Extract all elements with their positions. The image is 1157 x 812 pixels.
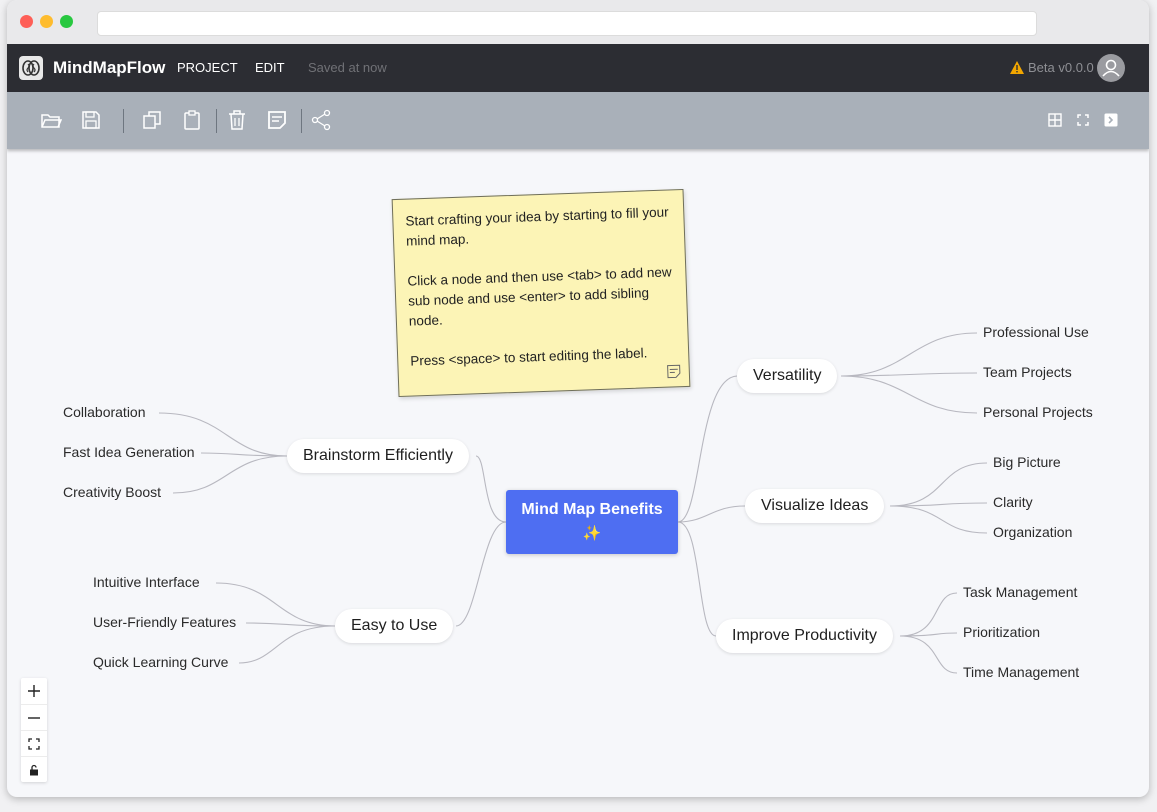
open-folder-icon[interactable]: [40, 109, 63, 131]
connector: [677, 505, 746, 523]
branch-node-versatility[interactable]: Versatility: [737, 359, 838, 393]
sparkles-icon: ✨: [582, 525, 602, 542]
note-text: Click a node and then use <tab> to add n…: [407, 264, 672, 329]
connector: [899, 592, 958, 637]
leaf-node[interactable]: Prioritization: [963, 624, 1041, 640]
leaf-node[interactable]: Team Projects: [983, 364, 1072, 380]
root-node-label: Mind Map Benefits: [521, 501, 663, 518]
maximize-window-button[interactable]: [60, 15, 73, 28]
leaf-node[interactable]: Quick Learning Curve: [93, 654, 229, 670]
connector: [677, 375, 738, 523]
leaf-node[interactable]: Creativity Boost: [63, 484, 162, 500]
note-text: Press <space> to start editing the label…: [410, 345, 648, 369]
toolbar-divider: [216, 109, 217, 133]
save-status: Saved at now: [308, 60, 387, 75]
version-badge: Beta v0.0.0: [1010, 60, 1094, 75]
leaf-node[interactable]: User-Friendly Features: [93, 614, 237, 630]
save-icon[interactable]: [80, 109, 102, 131]
copy-icon[interactable]: [141, 109, 163, 131]
toolbar-divider: [301, 109, 302, 133]
connector: [889, 462, 988, 507]
connector: [238, 625, 336, 664]
app-name: MindMapFlow: [53, 58, 166, 77]
browser-window: MindMapFlow PROJECT EDIT Saved at now Be…: [7, 0, 1149, 797]
connector: [889, 502, 988, 507]
connector: [158, 412, 288, 457]
leaf-node[interactable]: Professional Use: [983, 324, 1089, 340]
connector: [840, 372, 978, 377]
leaf-node[interactable]: Big Picture: [993, 454, 1061, 470]
connector: [840, 375, 978, 414]
brain-logo-icon: [19, 56, 43, 80]
sidebar-toggle-icon[interactable]: [1103, 112, 1119, 128]
paste-icon[interactable]: [181, 109, 203, 131]
connector: [889, 505, 988, 534]
leaf-node[interactable]: Organization: [993, 524, 1073, 540]
leaf-node[interactable]: Fast Idea Generation: [63, 444, 195, 460]
connector: [840, 332, 978, 377]
connector-lines: [158, 332, 988, 674]
connector: [455, 521, 507, 627]
delete-icon[interactable]: [226, 109, 248, 131]
menu-project[interactable]: PROJECT: [177, 60, 238, 75]
connector: [245, 622, 336, 627]
leaf-node[interactable]: Personal Projects: [983, 404, 1093, 420]
warning-icon: [1010, 61, 1024, 74]
mindmap-canvas[interactable]: Start crafting your idea by starting to …: [7, 149, 1149, 797]
leaf-node[interactable]: Intuitive Interface: [93, 574, 200, 590]
leaf-node[interactable]: Task Management: [963, 584, 1078, 600]
user-icon: [1102, 59, 1120, 77]
zoom-out-icon[interactable]: [21, 704, 47, 731]
share-icon[interactable]: [310, 109, 332, 131]
connector: [899, 635, 958, 674]
app-header: MindMapFlow PROJECT EDIT Saved at now Be…: [7, 44, 1149, 92]
zoom-in-icon[interactable]: [21, 678, 47, 704]
connector: [677, 521, 717, 637]
root-node[interactable]: Mind Map Benefits ✨: [506, 490, 678, 554]
branch-node-improve-productivity[interactable]: Improve Productivity: [716, 619, 893, 653]
branch-node-visualize-ideas[interactable]: Visualize Ideas: [745, 489, 885, 523]
close-window-button[interactable]: [20, 15, 33, 28]
fit-view-icon[interactable]: [21, 730, 47, 757]
sticky-note[interactable]: Start crafting your idea by starting to …: [391, 188, 691, 398]
connector: [172, 455, 288, 494]
connector: [899, 632, 958, 637]
note-text: Start crafting your idea by starting to …: [405, 204, 669, 249]
minimize-window-button[interactable]: [40, 15, 53, 28]
branch-node-brainstorm-efficiently[interactable]: Brainstorm Efficiently: [287, 439, 469, 473]
address-bar[interactable]: [97, 11, 1037, 36]
note-icon: [667, 364, 681, 379]
menu-edit[interactable]: EDIT: [255, 60, 285, 75]
connector: [215, 582, 336, 627]
fit-screen-icon[interactable]: [1075, 112, 1091, 128]
zoom-controls: [21, 678, 47, 782]
user-avatar[interactable]: [1097, 54, 1125, 82]
browser-titlebar: [7, 0, 1149, 44]
leaf-node[interactable]: Time Management: [963, 664, 1080, 680]
branch-node-easy-to-use[interactable]: Easy to Use: [335, 609, 454, 643]
leaf-node[interactable]: Collaboration: [63, 404, 146, 420]
toolbar: [7, 92, 1149, 149]
leaf-node[interactable]: Clarity: [993, 494, 1033, 510]
connector: [200, 452, 288, 457]
connector: [475, 455, 507, 523]
lock-icon[interactable]: [21, 756, 47, 783]
version-text: Beta v0.0.0: [1028, 60, 1094, 75]
grid-icon[interactable]: [1047, 112, 1063, 128]
toolbar-divider: [123, 109, 124, 133]
note-icon[interactable]: [266, 109, 288, 131]
